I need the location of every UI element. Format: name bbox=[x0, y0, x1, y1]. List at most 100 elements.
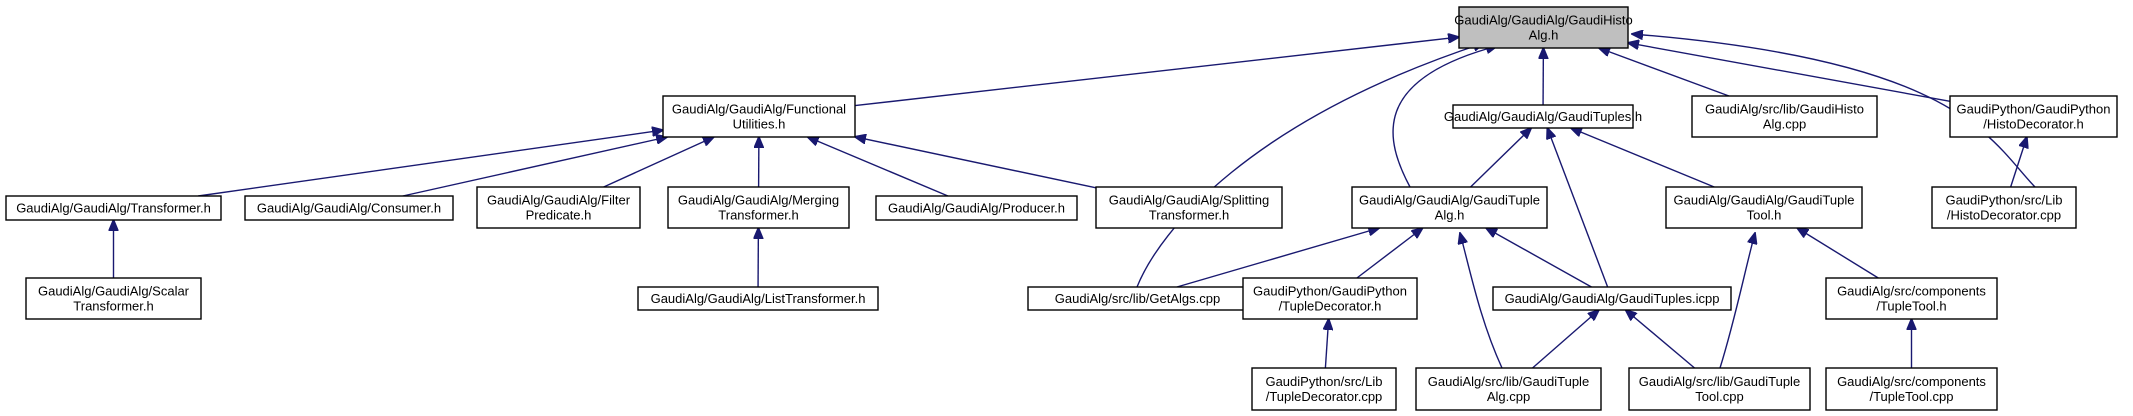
edge-producer-to-functional bbox=[808, 137, 949, 197]
node-label-line: Tool.h bbox=[1747, 208, 1782, 223]
edge-getalgs-to-tuplealg_h bbox=[1176, 228, 1379, 288]
node-label-line: GaudiAlg/src/lib/GaudiTuple bbox=[1639, 374, 1800, 389]
edge-tuples_icpp-to-tuples_h bbox=[1547, 128, 1609, 288]
node-label-line: GaudiAlg/src/lib/GetAlgs.cpp bbox=[1055, 291, 1220, 306]
node-label-line: Utilities.h bbox=[733, 117, 786, 132]
node-label-line: GaudiAlg/GaudiAlg/Scalar bbox=[38, 284, 190, 299]
edge-tupletool_h-to-tuples_h bbox=[1571, 128, 1715, 188]
edge-py_tupledec-to-tuplealg_h bbox=[1356, 228, 1423, 279]
node-label-line: GaudiAlg/GaudiAlg/GaudiHisto bbox=[1454, 13, 1633, 28]
node-histodec_cpp[interactable]: GaudiPython/src/Lib/HistoDecorator.cpp bbox=[1931, 186, 2077, 229]
edge-tuplealg_cpp-to-tuples_icpp bbox=[1532, 310, 1599, 369]
node-box bbox=[1415, 367, 1602, 411]
node-box bbox=[1351, 186, 1548, 229]
node-label-line: GaudiAlg/GaudiAlg/GaudiTuples.icpp bbox=[1505, 291, 1720, 306]
edge-getalgs-to-histo bbox=[1136, 43, 1484, 288]
node-label-line: /TupleTool.h bbox=[1876, 299, 1946, 314]
node-label-line: /TupleDecorator.h bbox=[1279, 299, 1382, 314]
node-box bbox=[25, 277, 202, 320]
node-label-line: Alg.h bbox=[1435, 208, 1465, 223]
nodes-layer: GaudiAlg/GaudiAlg/GaudiHistoAlg.hGaudiAl… bbox=[5, 6, 2118, 411]
node-label-line: GaudiAlg/src/lib/GaudiHisto bbox=[1705, 102, 1864, 117]
node-box bbox=[1242, 277, 1418, 320]
node-label-line: GaudiAlg/src/lib/GaudiTuple bbox=[1428, 374, 1589, 389]
node-label-line: GaudiAlg/GaudiAlg/GaudiTuple bbox=[1359, 193, 1540, 208]
node-list[interactable]: GaudiAlg/GaudiAlg/ListTransformer.h bbox=[637, 286, 879, 311]
node-tuples_h[interactable]: GaudiAlg/GaudiAlg/GaudiTuples.h bbox=[1444, 104, 1642, 129]
node-box bbox=[1458, 6, 1629, 49]
node-label-line: GaudiAlg/GaudiAlg/ListTransformer.h bbox=[651, 291, 866, 306]
edge-splitting-to-functional bbox=[855, 137, 1097, 189]
node-comp_tt_cpp[interactable]: GaudiAlg/src/components/TupleTool.cpp bbox=[1825, 367, 1998, 411]
node-label-line: GaudiPython/src/Lib bbox=[1945, 193, 2062, 208]
node-label-line: Alg.cpp bbox=[1487, 389, 1530, 404]
node-box bbox=[667, 186, 850, 229]
node-label-line: Predicate.h bbox=[526, 208, 592, 223]
edge-functional-to-histo bbox=[854, 37, 1459, 107]
node-box bbox=[662, 95, 856, 138]
node-label-line: GaudiAlg/GaudiAlg/GaudiTuple bbox=[1674, 193, 1855, 208]
node-transformer[interactable]: GaudiAlg/GaudiAlg/Transformer.h bbox=[5, 195, 222, 221]
node-label-line: GaudiPython/src/Lib bbox=[1265, 374, 1382, 389]
node-box bbox=[1628, 367, 1811, 411]
node-py_tupledec[interactable]: GaudiPython/GaudiPython/TupleDecorator.h bbox=[1242, 277, 1418, 320]
edge-tuplealg_h-to-histo bbox=[1392, 46, 1497, 188]
node-label-line: GaudiPython/GaudiPython bbox=[1957, 102, 2111, 117]
node-box bbox=[1095, 186, 1283, 229]
node-box bbox=[1492, 286, 1732, 311]
edges-layer bbox=[114, 34, 2036, 369]
node-box bbox=[875, 195, 1078, 221]
node-label-line: GaudiAlg/GaudiAlg/Filter bbox=[487, 193, 631, 208]
node-label-line: Transformer.h bbox=[718, 208, 798, 223]
node-label-line: GaudiAlg/src/components bbox=[1837, 284, 1986, 299]
node-producer[interactable]: GaudiAlg/GaudiAlg/Producer.h bbox=[875, 195, 1078, 221]
node-label-line: /TupleDecorator.cpp bbox=[1266, 389, 1383, 404]
edge-py_histodec-to-histo bbox=[1628, 43, 1951, 103]
edge-transformer-to-functional bbox=[198, 130, 663, 197]
node-box bbox=[1452, 104, 1634, 129]
node-label-line: /HistoDecorator.h bbox=[1983, 117, 2083, 132]
node-label-line: /HistoDecorator.cpp bbox=[1947, 208, 2061, 223]
node-label-line: Tool.cpp bbox=[1695, 389, 1743, 404]
edge-histo_cpp-to-histo bbox=[1599, 48, 1730, 97]
node-label-line: Transformer.h bbox=[73, 299, 153, 314]
edge-tupletool_cpp-to-tuples_icpp bbox=[1626, 310, 1696, 369]
node-label-line: GaudiAlg/GaudiAlg/Producer.h bbox=[888, 201, 1065, 216]
edge-tupledec_cpp-to-py_tupledec bbox=[1325, 319, 1328, 369]
node-tupledec_cpp[interactable]: GaudiPython/src/Lib/TupleDecorator.cpp bbox=[1251, 367, 1397, 411]
node-box bbox=[1665, 186, 1863, 229]
edge-comp_tt_h-to-tupletool_h bbox=[1797, 228, 1879, 279]
edge-tuplealg_cpp-to-tuplealg_h bbox=[1460, 233, 1503, 369]
edge-tupletool_cpp-to-tupletool_h bbox=[1719, 233, 1755, 369]
edge-consumer-to-functional bbox=[402, 137, 667, 197]
node-label-line: Transformer.h bbox=[1149, 208, 1229, 223]
node-box bbox=[1691, 95, 1878, 138]
node-box bbox=[244, 195, 454, 221]
node-consumer[interactable]: GaudiAlg/GaudiAlg/Consumer.h bbox=[244, 195, 454, 221]
node-box bbox=[5, 195, 222, 221]
node-label-line: Alg.cpp bbox=[1763, 117, 1806, 132]
node-getalgs[interactable]: GaudiAlg/src/lib/GetAlgs.cpp bbox=[1027, 286, 1248, 311]
node-label-line: GaudiAlg/src/components bbox=[1837, 374, 1986, 389]
node-tuples_icpp[interactable]: GaudiAlg/GaudiAlg/GaudiTuples.icpp bbox=[1492, 286, 1732, 311]
node-box bbox=[1825, 367, 1998, 411]
node-box bbox=[1825, 277, 1998, 320]
node-label-line: GaudiAlg/GaudiAlg/Transformer.h bbox=[16, 201, 211, 216]
node-box bbox=[476, 186, 641, 229]
node-label-line: GaudiAlg/GaudiAlg/Consumer.h bbox=[257, 201, 441, 216]
node-py_histodec[interactable]: GaudiPython/GaudiPython/HistoDecorator.h bbox=[1949, 95, 2118, 138]
node-label-line: GaudiAlg/GaudiAlg/Splitting bbox=[1109, 193, 1269, 208]
node-comp_tt_h[interactable]: GaudiAlg/src/components/TupleTool.h bbox=[1825, 277, 1998, 320]
